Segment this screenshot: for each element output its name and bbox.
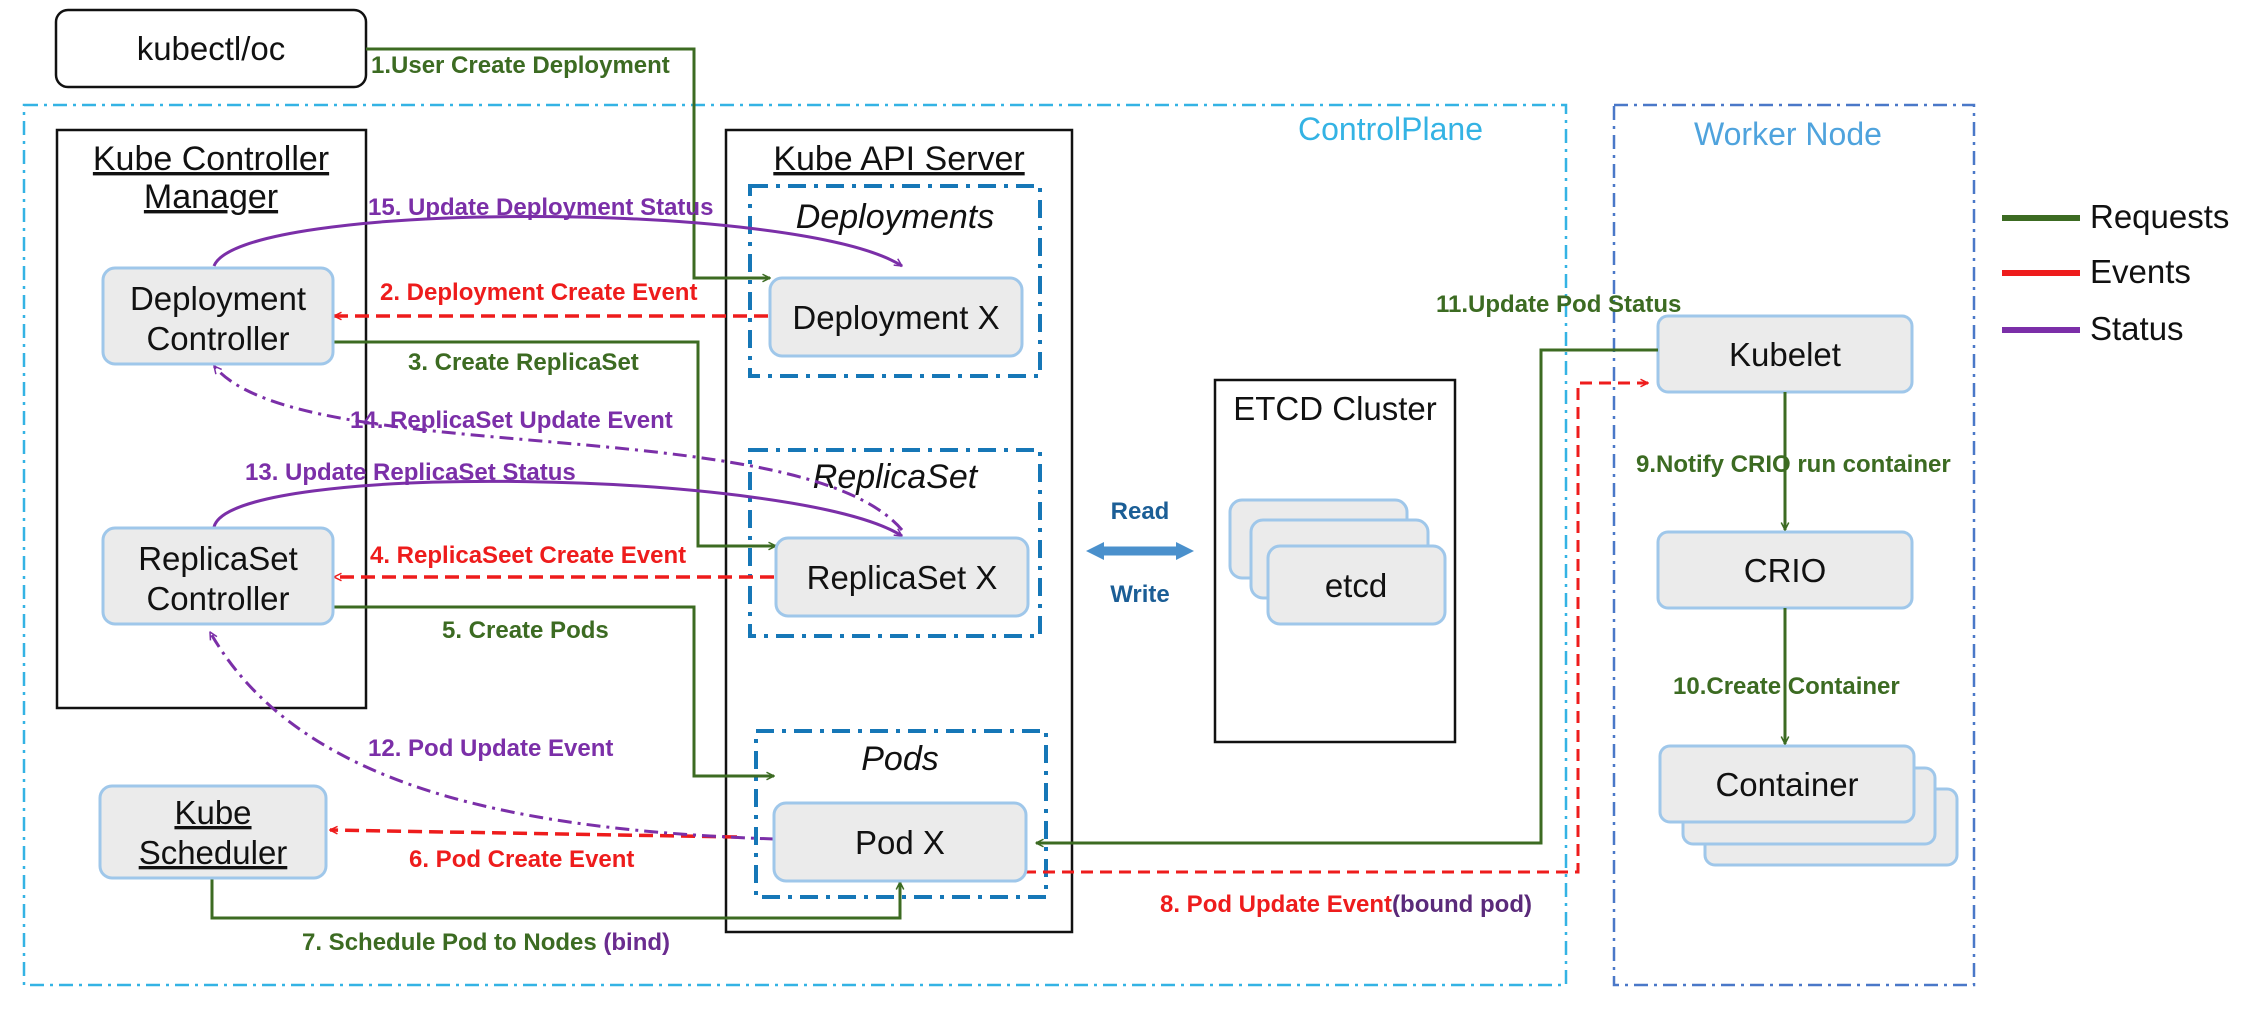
arrow-8-pod-update-event (1024, 383, 1648, 874)
step-13-label: 13. Update ReplicaSet Status (245, 459, 576, 486)
read-label: Read (1111, 498, 1170, 525)
worker-node-label: Worker Node (1694, 116, 1882, 152)
deployments-group-title: Deployments (796, 198, 994, 236)
step-1-label: 1.User Create Deployment (371, 52, 670, 79)
arrow-7-schedule-pod (210, 878, 900, 920)
pod-x-label: Pod X (855, 824, 945, 861)
deployment-x-label: Deployment X (792, 299, 999, 336)
replicaset-controller-line1: ReplicaSet (138, 540, 298, 577)
step-8-suffix: (bound pod) (1392, 891, 1532, 918)
container-label: Container (1715, 766, 1858, 803)
etcd-node (1266, 544, 1447, 626)
crio-label: CRIO (1744, 552, 1827, 589)
step-11-label: 11.Update Pod Status (1436, 291, 1681, 318)
arrow-11-update-pod-status (1036, 348, 1658, 843)
step-7-suffix: (bind) (603, 929, 670, 956)
legend-status-label: Status (2090, 310, 2184, 347)
step-7-label: 7. Schedule Pod to Nodes (bind) (302, 929, 670, 956)
deployment-x-box (768, 276, 1024, 358)
kube-scheduler-box (98, 784, 328, 880)
legend-requests-label: Requests (2090, 198, 2229, 235)
deployments-group (748, 184, 1042, 378)
step-12-label: 12. Pod Update Event (368, 735, 613, 762)
pod-x-box (772, 801, 1028, 883)
kubectl-label: kubectl/oc (137, 30, 286, 67)
arrow-3-create-replicaset (334, 340, 776, 546)
arrow-15-update-deployment-status (212, 215, 902, 268)
step-9-label: 9.Notify CRIO run container (1636, 451, 1951, 478)
step-4-label: 4. ReplicaSeet Create Event (370, 542, 686, 569)
arrow-14-replicaset-update-event (212, 366, 904, 531)
arrow-6-pod-create-event (330, 830, 738, 839)
container-box (1658, 744, 1916, 824)
deployment-controller-line2: Controller (146, 320, 289, 357)
controller-manager-title-line1: Kube Controller (93, 140, 329, 178)
replicaset-x-box (774, 536, 1030, 618)
kubelet-label: Kubelet (1729, 336, 1841, 373)
replicaset-group-title: ReplicaSet (813, 458, 979, 496)
step-6-label: 6. Pod Create Event (409, 846, 634, 873)
step-2-label: 2. Deployment Create Event (380, 279, 697, 306)
kube-scheduler-line1: Kube (174, 794, 251, 831)
controller-manager-title-line2: Manager (144, 178, 278, 216)
step-5-label: 5. Create Pods (442, 617, 609, 644)
etcd-node-label: etcd (1325, 567, 1387, 604)
arrow-13-update-replicaset-status (212, 479, 902, 538)
write-label: Write (1110, 581, 1170, 608)
step-14-label: 14. ReplicaSet Update Event (350, 407, 673, 434)
controlplane-label: ControlPlane (1298, 111, 1483, 147)
deployment-controller-box (101, 266, 335, 366)
arrow-5-create-pods (334, 605, 774, 776)
worker-node-region (1612, 103, 1976, 987)
replicaset-controller-line2: Controller (146, 580, 289, 617)
legend: Requests Events Status (2002, 198, 2229, 347)
deployment-controller-line1: Deployment (130, 280, 306, 317)
step-3-label: 3. Create ReplicaSet (408, 349, 639, 376)
step-8-label: 8. Pod Update Event(bound pod) (1160, 891, 1532, 918)
replicaset-controller-box (101, 526, 335, 626)
api-server-title: Kube API Server (773, 140, 1024, 178)
step-15-label: 15. Update Deployment Status (368, 194, 713, 221)
etcd-cluster-title: ETCD Cluster (1233, 390, 1437, 427)
step-10-label: 10.Create Container (1673, 673, 1900, 700)
kube-scheduler-line2: Scheduler (139, 834, 288, 871)
replicaset-group (748, 448, 1042, 638)
arrow-1-create-deployment (366, 47, 770, 278)
replicaset-x-label: ReplicaSet X (807, 559, 998, 596)
legend-events-label: Events (2090, 253, 2191, 290)
pods-group-title: Pods (861, 740, 939, 778)
controlplane-region (22, 103, 1568, 987)
